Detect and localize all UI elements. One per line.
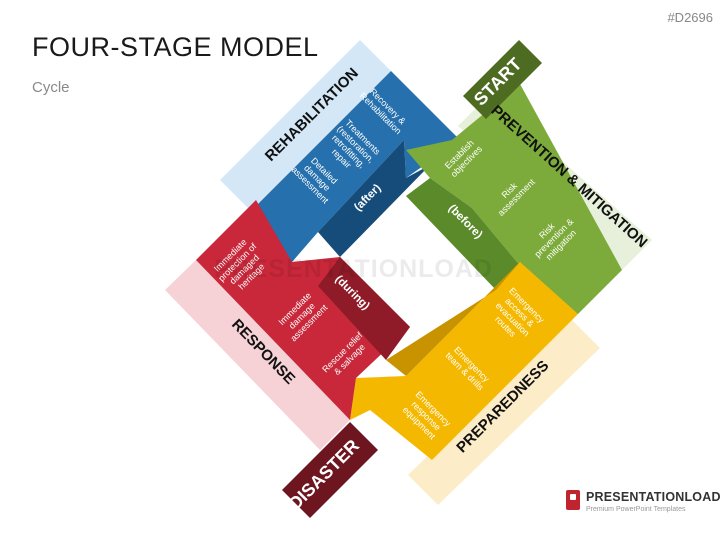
watermark: PRESENTATIONLOAD [214, 255, 493, 283]
template-code: #D2696 [667, 10, 713, 25]
preparedness-arm [350, 262, 578, 460]
brand-tagline: Premium PowerPoint Templates [586, 506, 686, 513]
preparedness-band [408, 318, 600, 505]
rehabilitation-band [220, 40, 391, 211]
page-subtitle: Cycle [32, 79, 70, 96]
presentationload-logo-icon [566, 490, 580, 510]
page-title: FOUR-STAGE MODEL [32, 32, 319, 62]
response-band [165, 260, 350, 450]
prevention-arm [406, 84, 622, 314]
rehabilitation-arm [251, 71, 460, 262]
brand-logo-block: PRESENTATIONLOAD Premium PowerPoint Temp… [566, 490, 720, 520]
response-arm [196, 200, 410, 420]
brand-name: PRESENTATIONLOAD [586, 490, 721, 504]
